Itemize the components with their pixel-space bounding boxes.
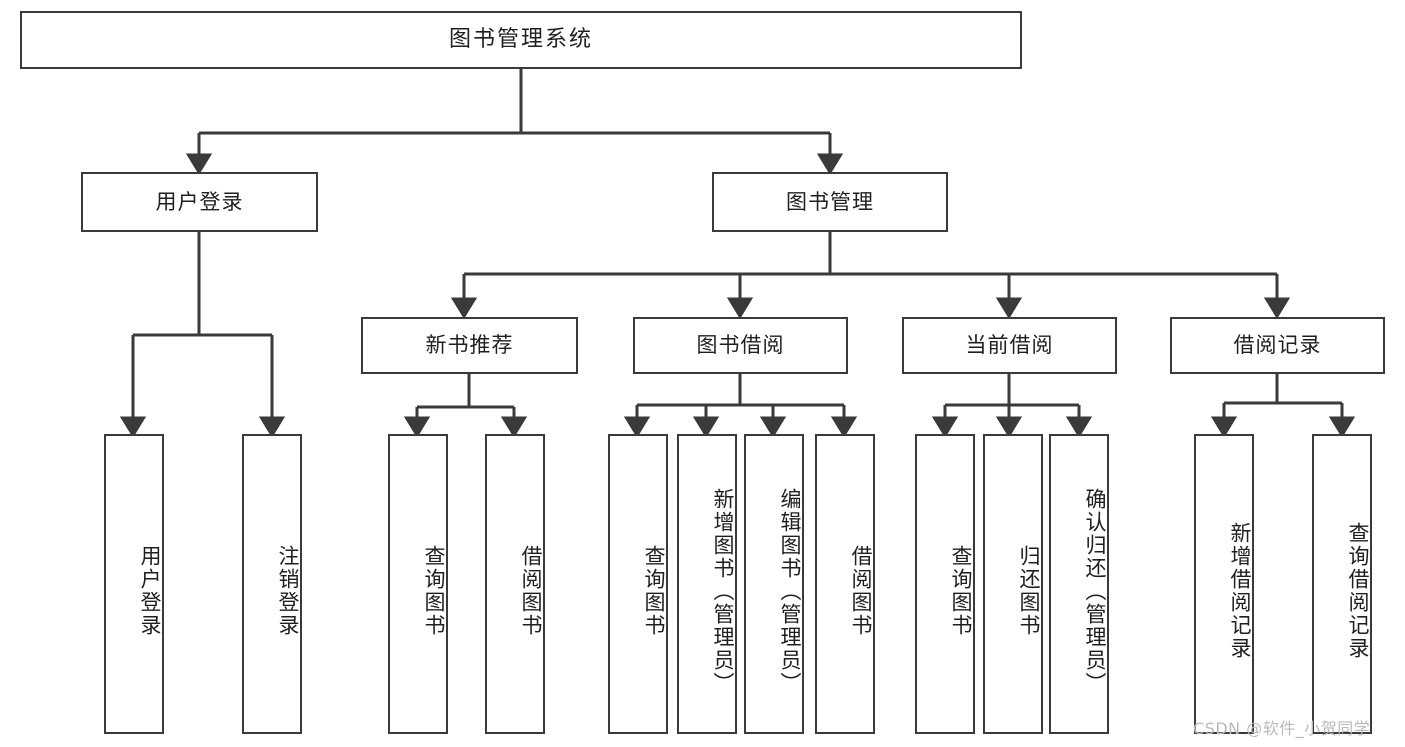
- leaf-newbook-query-book[interactable]: 查询图书: [388, 434, 448, 734]
- node-book-manage-label: 图书管理: [786, 189, 874, 214]
- leaf-record-query[interactable]: 查询借阅记录: [1312, 434, 1372, 734]
- node-current-borrow[interactable]: 当前借阅: [902, 317, 1117, 374]
- leaf-newbook-query-book-label: 查询图书: [422, 545, 446, 637]
- leaf-current-confirm-return[interactable]: 确认归还（管理员）: [1049, 434, 1109, 734]
- leaf-record-query-label: 查询借阅记录: [1346, 522, 1370, 660]
- leaf-borrow-add-book[interactable]: 新增图书（管理员）: [677, 434, 737, 734]
- leaf-user-login[interactable]: 用户登录: [104, 434, 164, 734]
- node-root-label: 图书管理系统: [448, 27, 593, 53]
- leaf-logout-login-label: 注销登录: [276, 545, 300, 637]
- leaf-borrow-add-book-label: 新增图书（管理员）: [711, 487, 735, 695]
- leaf-record-add[interactable]: 新增借阅记录: [1194, 434, 1254, 734]
- leaf-user-login-label: 用户登录: [138, 545, 162, 637]
- node-root[interactable]: 图书管理系统: [20, 11, 1022, 69]
- leaf-borrow-query-book-label: 查询图书: [642, 545, 666, 637]
- leaf-current-query-book[interactable]: 查询图书: [915, 434, 975, 734]
- node-new-book-recommend-label: 新书推荐: [425, 333, 514, 358]
- leaf-record-add-label: 新增借阅记录: [1228, 522, 1252, 660]
- node-borrow-record[interactable]: 借阅记录: [1170, 317, 1385, 374]
- leaf-newbook-borrow-book[interactable]: 借阅图书: [485, 434, 545, 734]
- node-borrow-record-label: 借阅记录: [1233, 333, 1322, 358]
- node-current-borrow-label: 当前借阅: [965, 333, 1054, 358]
- leaf-borrow-borrow-book[interactable]: 借阅图书: [815, 434, 875, 734]
- leaf-borrow-query-book[interactable]: 查询图书: [608, 434, 668, 734]
- leaf-borrow-edit-book-label: 编辑图书（管理员）: [778, 487, 802, 695]
- node-new-book-recommend[interactable]: 新书推荐: [361, 317, 578, 374]
- leaf-current-confirm-return-label: 确认归还（管理员）: [1083, 487, 1107, 695]
- node-book-borrow[interactable]: 图书借阅: [633, 317, 848, 374]
- leaf-current-return-book[interactable]: 归还图书: [983, 434, 1043, 734]
- leaf-logout-login[interactable]: 注销登录: [242, 434, 302, 734]
- node-book-borrow-label: 图书借阅: [696, 333, 785, 358]
- leaf-borrow-borrow-book-label: 借阅图书: [849, 545, 873, 637]
- node-user-login[interactable]: 用户登录: [81, 172, 318, 232]
- leaf-newbook-borrow-book-label: 借阅图书: [519, 545, 543, 637]
- csdn-watermark: CSDN @软件_小贺同学: [1193, 719, 1371, 738]
- leaf-borrow-edit-book[interactable]: 编辑图书（管理员）: [744, 434, 804, 734]
- node-book-manage[interactable]: 图书管理: [712, 172, 948, 232]
- node-user-login-label: 用户登录: [155, 189, 244, 214]
- leaf-current-return-book-label: 归还图书: [1017, 545, 1041, 637]
- leaf-current-query-book-label: 查询图书: [949, 545, 973, 637]
